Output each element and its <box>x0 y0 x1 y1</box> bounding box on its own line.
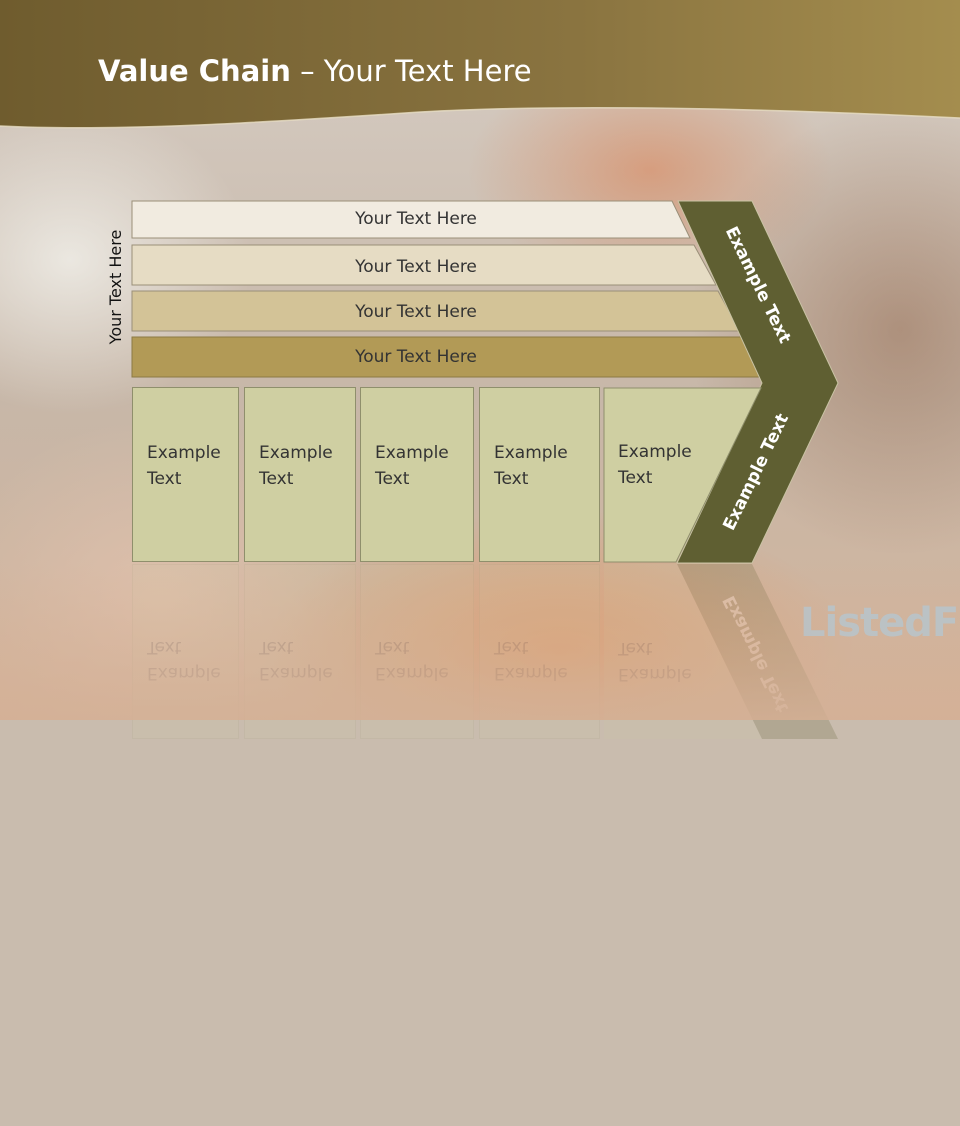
bar-1-label: Your Text Here <box>355 209 477 229</box>
box-5-shape <box>603 387 762 563</box>
chevron-shape <box>676 200 839 564</box>
header-band <box>0 0 960 129</box>
bar-2-label: Your Text Here <box>355 257 477 277</box>
side-label: Your Text Here <box>106 229 125 345</box>
value-chain-shapes <box>131 200 839 564</box>
title-bold: Value Chain <box>98 54 291 88</box>
bar-4-label: Your Text Here <box>355 347 477 367</box>
title-rest: – Your Text Here <box>290 54 532 88</box>
bar-3-label: Your Text Here <box>355 302 477 322</box>
bar-2 <box>131 244 717 286</box>
bar-1 <box>131 200 691 239</box>
slide-title: Value Chain – Your Text Here <box>98 54 532 88</box>
watermark-logo: ListedFi <box>800 600 960 646</box>
